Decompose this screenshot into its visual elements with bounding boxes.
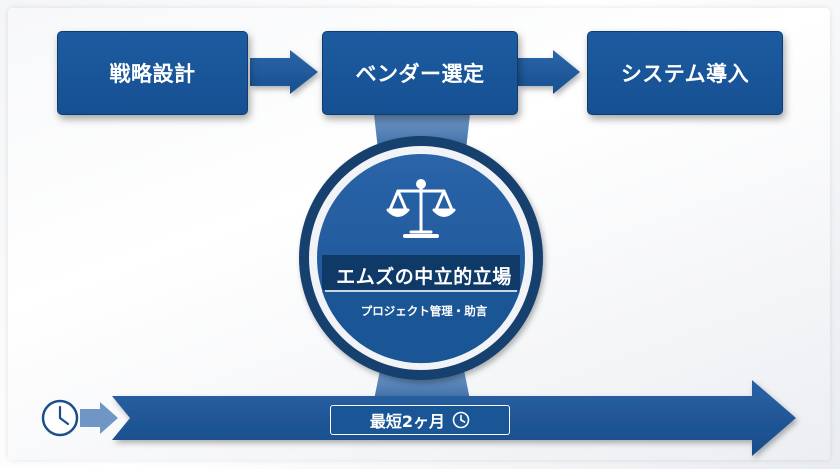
clock-icon: [452, 411, 470, 429]
step-label-vendor-selection: ベンダー選定: [355, 62, 485, 86]
center-title: エムズの中立的立場: [336, 266, 512, 288]
step-label-system-introduction: システム導入: [620, 62, 750, 86]
step-box-system-introduction: システム導入: [587, 31, 783, 115]
duration-label: 最短2ヶ月: [369, 412, 446, 431]
duration-badge: 最短2ヶ月: [330, 405, 510, 435]
flow-arrow-1: [250, 50, 318, 94]
scales-icon: [386, 179, 456, 238]
center-subtitle: プロジェクト管理・助言: [360, 304, 488, 318]
subtitle-area: [322, 291, 520, 364]
step-box-vendor-selection: ベンダー選定: [322, 31, 518, 115]
timeline-start-arrow: [80, 402, 118, 434]
flow-arrow-2: [518, 50, 580, 94]
clock-icon: [41, 399, 79, 437]
title-band: [322, 255, 520, 290]
step-label-strategy: 戦略設計: [109, 62, 196, 86]
step-box-strategy: 戦略設計: [57, 31, 248, 115]
